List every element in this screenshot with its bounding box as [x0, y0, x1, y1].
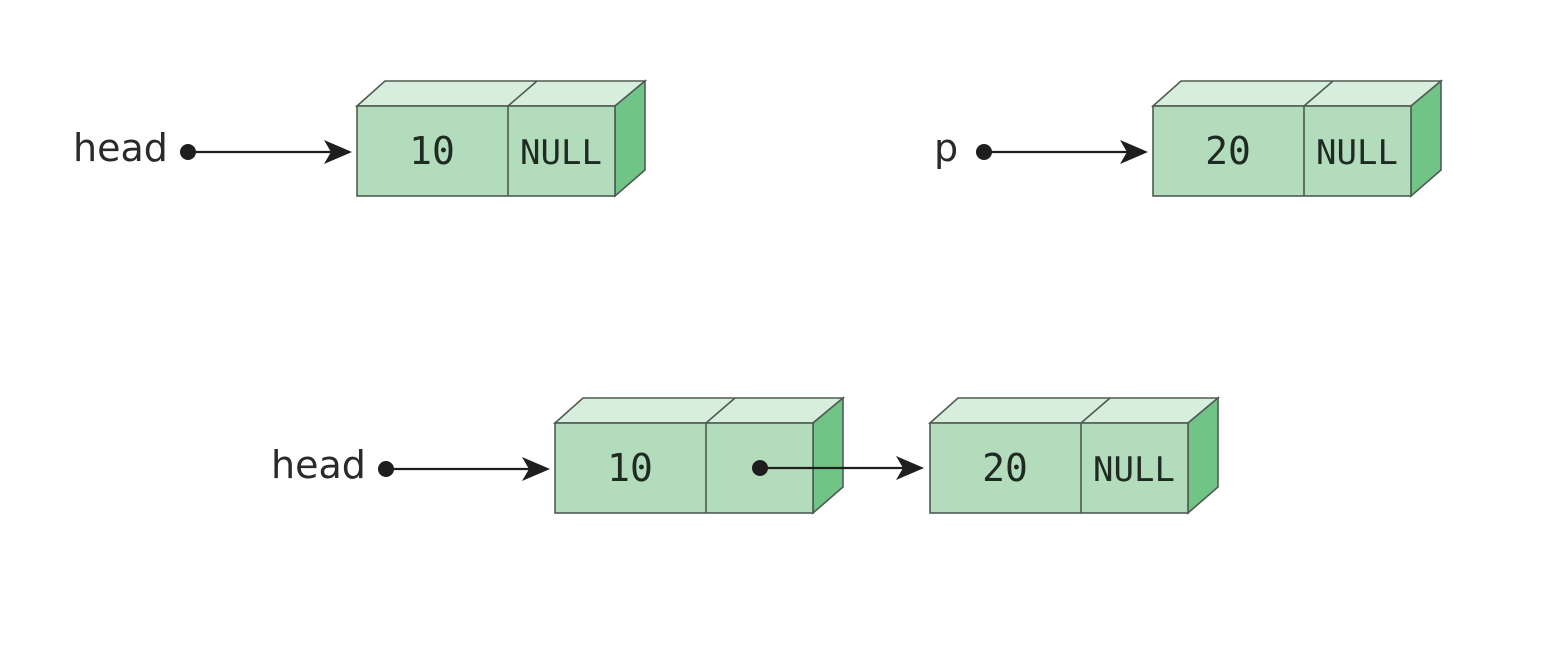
node-top-face — [354, 80, 648, 107]
node-top-divider — [1080, 397, 1111, 424]
node-value: 10 — [409, 129, 455, 173]
node-top-divider — [1303, 80, 1334, 107]
node-20-top: 20 NULL — [1150, 79, 1444, 198]
node-front-face — [356, 105, 616, 197]
node-top-face — [1150, 80, 1444, 107]
node-value: 10 — [607, 446, 653, 490]
node-20-bottom: 20 NULL — [927, 396, 1221, 515]
node-top-face — [927, 397, 1221, 424]
head-pointer-label: head — [73, 126, 168, 170]
node-next-null: NULL — [520, 133, 602, 173]
node-next-null: NULL — [1093, 450, 1175, 490]
next-pointer-arrowhead — [896, 456, 924, 480]
node-10-top: 10 NULL — [354, 79, 648, 198]
node-front-face — [929, 422, 1189, 514]
p-pointer-arrowhead — [1120, 140, 1148, 164]
node-top-divider — [507, 80, 538, 107]
node-top-divider — [705, 397, 736, 424]
head-pointer-arrowhead — [324, 140, 352, 164]
top-right-group: p 20 NULL — [934, 79, 1444, 198]
node-value: 20 — [1205, 129, 1251, 173]
node-10-bottom: 10 — [552, 396, 846, 515]
head-pointer-arrowhead — [522, 457, 550, 481]
node-next-null: NULL — [1316, 133, 1398, 173]
top-left-group: head 10 NULL — [73, 79, 648, 198]
node-front-face — [1152, 105, 1412, 197]
node-value: 20 — [982, 446, 1028, 490]
bottom-group: head 10 20 NULL — [271, 396, 1221, 515]
head-pointer-label: head — [271, 443, 366, 487]
p-pointer-label: p — [934, 126, 958, 170]
node-top-face — [552, 397, 846, 424]
